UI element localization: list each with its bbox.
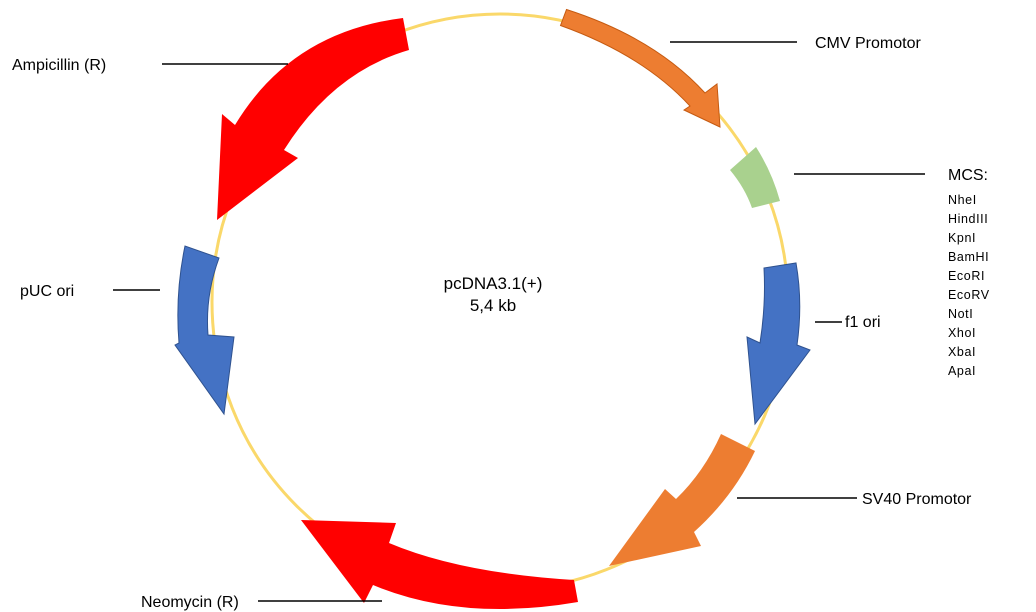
mcs-site: XhoI xyxy=(948,326,976,340)
mcs-site: EcoRV xyxy=(948,288,990,302)
f1-label: f1 ori xyxy=(845,314,881,331)
cmv-promoter-arrow xyxy=(559,8,721,128)
puc-ori-arrow xyxy=(174,245,235,416)
ampicillin-label: Ampicillin (R) xyxy=(12,57,106,74)
ampicillin-resistance-arrow xyxy=(217,18,409,220)
mcs-block xyxy=(730,147,780,208)
mcs-site: NotI xyxy=(948,307,973,321)
plasmid-name: pcDNA3.1(+) xyxy=(444,274,543,293)
plasmid-size: 5,4 kb xyxy=(470,296,516,315)
mcs-site: EcoRI xyxy=(948,269,985,283)
neomycin-resistance-arrow xyxy=(301,520,578,610)
sv40-promoter-arrow xyxy=(609,434,755,566)
mcs-site: XbaI xyxy=(948,345,976,359)
neomycin-label: Neomycin (R) xyxy=(141,594,239,611)
mcs-site: HindIII xyxy=(948,212,988,226)
mcs-site-list: NheI HindIII KpnI BamHI EcoRI EcoRV NotI… xyxy=(948,193,990,378)
f1-ori-arrow xyxy=(746,262,811,426)
cmv-label: CMV Promotor xyxy=(815,35,921,52)
mcs-site: NheI xyxy=(948,193,977,207)
mcs-site: KpnI xyxy=(948,231,976,245)
sv40-label: SV40 Promotor xyxy=(862,491,972,508)
puc-label: pUC ori xyxy=(20,283,74,300)
mcs-site: ApaI xyxy=(948,364,976,378)
mcs-label: MCS: xyxy=(948,167,988,184)
mcs-site: BamHI xyxy=(948,250,989,264)
